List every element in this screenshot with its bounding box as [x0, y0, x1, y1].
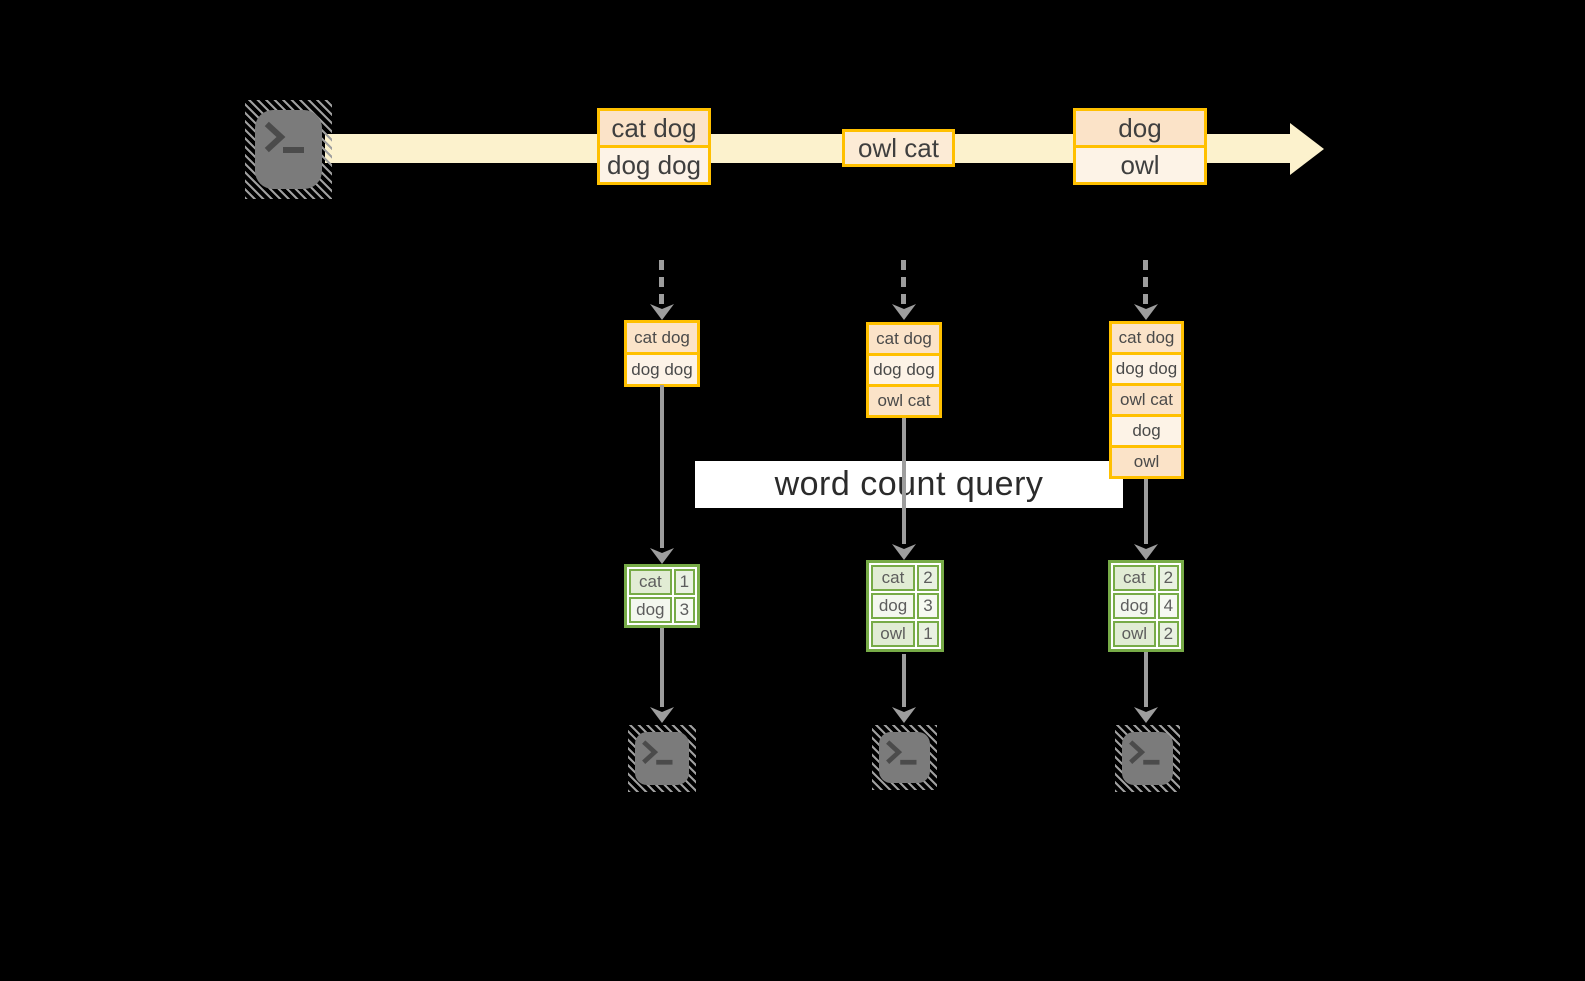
terminal-prompt-icon	[264, 121, 304, 153]
state-box-1: cat dog dog dog	[624, 320, 700, 387]
state-row: dog dog	[1112, 352, 1181, 383]
count-cell-word: dog	[1113, 593, 1156, 619]
stream-event-text: cat dog	[600, 111, 708, 145]
arrow-counts-to-sink-3	[1134, 652, 1158, 723]
count-cell-value: 3	[673, 597, 695, 623]
sink-terminal-icon-1	[628, 725, 696, 792]
terminal-body	[255, 110, 322, 189]
state-row: dog dog	[869, 353, 939, 384]
arrow-state-to-counts-2	[892, 418, 916, 560]
stream-event-text: owl	[1076, 145, 1204, 182]
terminal-body	[635, 732, 689, 785]
count-cell-value: 1	[673, 569, 695, 595]
state-row: cat dog	[627, 323, 697, 352]
dashed-arrow-1	[650, 260, 674, 320]
count-cell-value: 4	[1157, 593, 1179, 619]
stream-event-box-2: owl cat	[842, 129, 955, 167]
terminal-prompt-icon	[1129, 740, 1160, 765]
count-cell-value: 1	[917, 621, 939, 647]
arrow-state-to-counts-3	[1134, 479, 1158, 560]
count-cell-word: dog	[871, 593, 915, 619]
state-row: dog dog	[627, 352, 697, 384]
state-row: owl	[1112, 445, 1181, 476]
arrow-state-to-counts-1	[650, 385, 674, 564]
dashed-arrow-2	[892, 260, 916, 320]
stream-event-text: owl cat	[845, 132, 952, 164]
stream-arrowhead-icon	[1290, 123, 1324, 175]
count-cell-word: cat	[871, 565, 915, 591]
sink-terminal-icon-2	[872, 725, 937, 790]
count-cell-word: owl	[871, 621, 915, 647]
sink-terminal-icon-3	[1115, 725, 1180, 792]
count-cell-word: dog	[629, 597, 672, 623]
stream-event-box-3: dog owl	[1073, 108, 1207, 185]
arrow-counts-to-sink-1	[650, 628, 674, 723]
query-label: word count query	[774, 465, 1044, 503]
count-cell-word: cat	[1113, 565, 1156, 591]
terminal-body	[1122, 732, 1173, 785]
state-row: owl cat	[1112, 383, 1181, 414]
count-cell-word: cat	[629, 569, 672, 595]
terminal-prompt-icon	[886, 740, 917, 765]
arrow-counts-to-sink-2	[892, 654, 916, 723]
state-row: owl cat	[869, 384, 939, 415]
stream-event-box-1: cat dog dog dog	[597, 108, 711, 185]
state-box-2: cat dog dog dog owl cat	[866, 322, 942, 418]
query-label-banner: word count query	[695, 461, 1123, 508]
state-row: cat dog	[1112, 324, 1181, 352]
dashed-arrow-3	[1134, 260, 1158, 320]
count-cell-word: owl	[1113, 621, 1156, 647]
source-terminal-icon	[245, 100, 332, 199]
state-row: dog	[1112, 414, 1181, 445]
count-cell-value: 2	[1157, 565, 1179, 591]
count-table-2: cat 2 dog 3 owl 1	[866, 560, 944, 652]
terminal-body	[879, 732, 930, 783]
stream-event-text: dog	[1076, 111, 1204, 145]
stream-event-text: dog dog	[600, 145, 708, 182]
count-cell-value: 2	[917, 565, 939, 591]
state-row: cat dog	[869, 325, 939, 353]
count-cell-value: 3	[917, 593, 939, 619]
count-cell-value: 2	[1157, 621, 1179, 647]
count-table-1: cat 1 dog 3	[624, 564, 700, 628]
terminal-prompt-icon	[642, 740, 673, 765]
count-table-3: cat 2 dog 4 owl 2	[1108, 560, 1184, 652]
state-box-3: cat dog dog dog owl cat dog owl	[1109, 321, 1184, 479]
